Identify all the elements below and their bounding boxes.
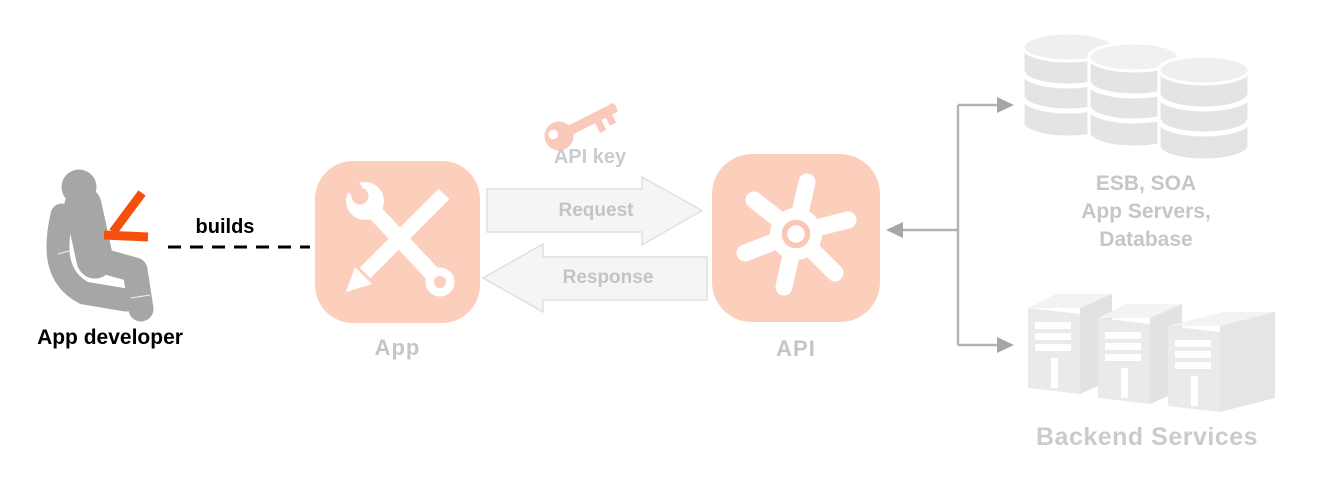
api-key-label: API key bbox=[553, 146, 627, 168]
middleware-line-2: App Servers, bbox=[1081, 200, 1211, 223]
api-icon bbox=[712, 154, 880, 322]
backend-services-label: Backend Services bbox=[1035, 423, 1259, 451]
backend-servers-icon bbox=[1028, 294, 1275, 412]
head-shape bbox=[61, 169, 97, 205]
app-developer-icon bbox=[46, 169, 154, 322]
api-key-icon bbox=[544, 103, 618, 151]
server-tower-3 bbox=[1168, 312, 1275, 412]
middleware-label: ESB, SOA App Servers, Database bbox=[1021, 170, 1271, 254]
arrowhead-bottom-icon bbox=[997, 337, 1014, 353]
app-developer-label: App developer bbox=[37, 326, 183, 349]
app-icon bbox=[315, 161, 480, 323]
middleware-line-1: ESB, SOA bbox=[1095, 172, 1197, 195]
request-arrow bbox=[486, 176, 704, 246]
response-arrow bbox=[482, 243, 708, 313]
server-tower-1 bbox=[1028, 294, 1112, 394]
leg-shape bbox=[79, 245, 154, 322]
builds-label: builds bbox=[195, 216, 255, 238]
gear-pinwheel-icon bbox=[736, 173, 857, 296]
chair-shape bbox=[46, 203, 138, 312]
api-node-label: API bbox=[776, 336, 816, 361]
response-label: Response bbox=[562, 267, 654, 288]
builds-dashed-line bbox=[168, 245, 310, 249]
middleware-line-3: Database bbox=[1099, 228, 1193, 251]
arrowhead-left-icon bbox=[886, 222, 903, 238]
wrench-and-pencil-icon bbox=[335, 169, 455, 297]
database-cylinder-3 bbox=[1156, 54, 1252, 162]
laptop-icon bbox=[103, 190, 149, 242]
app-node-label: App bbox=[374, 335, 421, 360]
request-label: Request bbox=[558, 200, 634, 221]
fan-out-connector bbox=[886, 97, 1014, 353]
arrowhead-top-icon bbox=[997, 97, 1014, 113]
database-icon bbox=[1022, 33, 1252, 162]
